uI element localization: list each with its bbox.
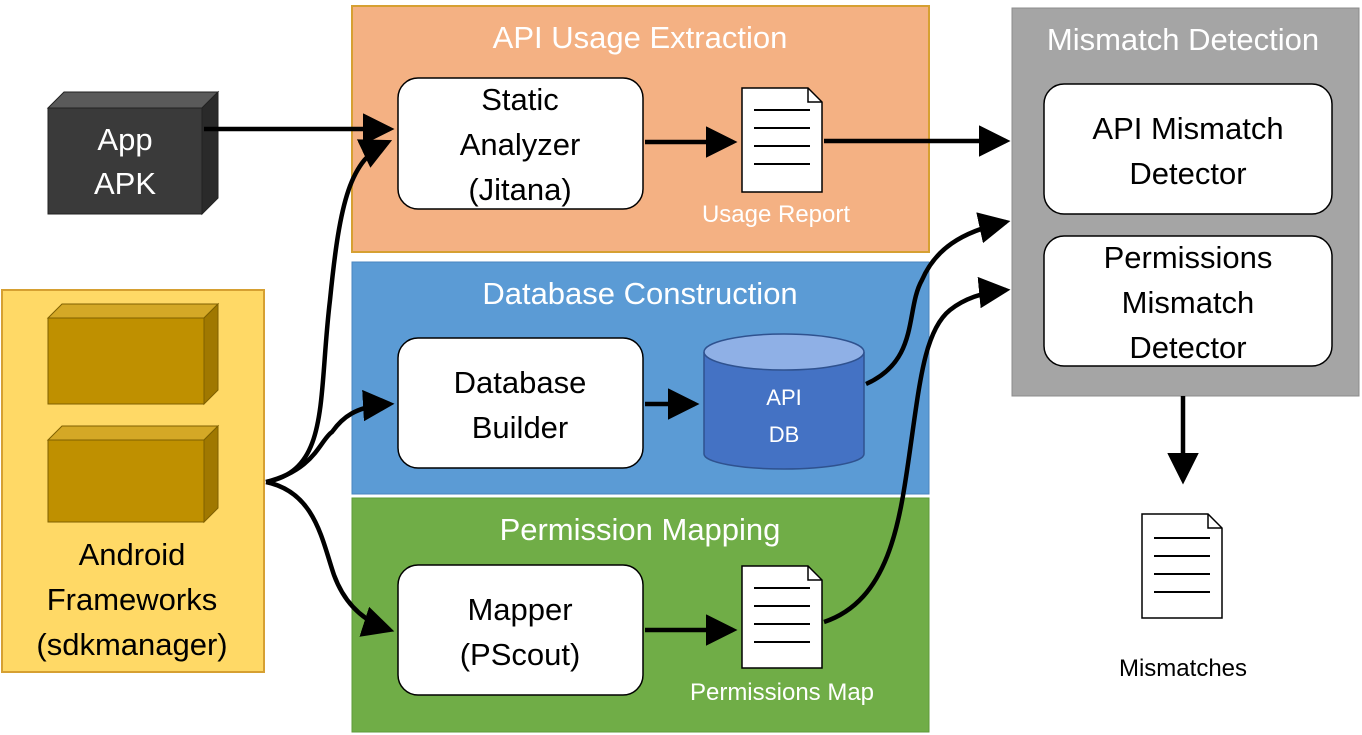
permissions-mismatch-detector-node: Permissions Mismatch Detector bbox=[1043, 235, 1333, 367]
static-analyzer-line3: (Jitana) bbox=[468, 172, 571, 207]
static-analyzer-line1: Static bbox=[481, 82, 559, 117]
app-apk-box: App APK bbox=[46, 90, 220, 216]
database-builder-line2: Builder bbox=[472, 410, 569, 445]
static-analyzer-node: Static Analyzer (Jitana) bbox=[397, 77, 644, 210]
mismatch-detection-title: Mismatch Detection bbox=[1047, 22, 1319, 57]
arrow-frameworks-to-mapper bbox=[265, 479, 395, 637]
connectors bbox=[204, 113, 1199, 646]
android-frameworks-line2: Frameworks bbox=[47, 582, 218, 617]
api-mismatch-detector-node: API Mismatch Detector bbox=[1043, 83, 1333, 215]
permissions-map-label: Permissions Map bbox=[690, 679, 874, 706]
usage-report-document-icon bbox=[741, 87, 823, 193]
app-apk-label-line1: App bbox=[97, 122, 152, 157]
mismatches-label: Mismatches bbox=[1119, 655, 1247, 682]
permissions-mismatch-detector-line2: Mismatch bbox=[1122, 285, 1255, 320]
database-builder-node: Database Builder bbox=[397, 337, 644, 469]
mismatches-document-icon bbox=[1141, 513, 1223, 619]
android-frameworks-line3: (sdkmanager) bbox=[36, 627, 227, 662]
api-mismatch-detector-line1: API Mismatch bbox=[1092, 111, 1283, 146]
api-db-cylinder: API DB bbox=[703, 333, 865, 470]
mapper-node: Mapper (PScout) bbox=[397, 564, 644, 696]
framework-cube-top bbox=[46, 302, 220, 406]
arrow-frameworks-to-static-analyzer bbox=[265, 139, 393, 485]
arrow-api-db-to-api-mismatch bbox=[865, 212, 1011, 387]
api-db-line2: DB bbox=[769, 422, 800, 447]
mapper-line2: (PScout) bbox=[460, 637, 581, 672]
arrow-permissions-map-to-permissions-mismatch bbox=[823, 276, 1011, 625]
permissions-map-document-icon bbox=[741, 565, 823, 669]
app-apk-label-line2: APK bbox=[94, 166, 156, 201]
api-db-line1: API bbox=[766, 385, 801, 410]
mapper-line1: Mapper bbox=[467, 592, 572, 627]
android-frameworks-panel: Android Frameworks (sdkmanager) bbox=[1, 289, 265, 673]
api-mismatch-detector-line2: Detector bbox=[1129, 156, 1246, 191]
arrow-frameworks-to-database-builder bbox=[265, 389, 395, 485]
android-frameworks-line1: Android bbox=[79, 537, 186, 572]
permissions-mismatch-detector-line1: Permissions bbox=[1104, 240, 1273, 275]
permission-mapping-title: Permission Mapping bbox=[500, 512, 781, 547]
framework-cube-bottom bbox=[46, 424, 220, 524]
database-construction-title: Database Construction bbox=[482, 276, 797, 311]
usage-report-label: Usage Report bbox=[702, 201, 850, 228]
api-usage-extraction-title: API Usage Extraction bbox=[493, 20, 788, 55]
static-analyzer-line2: Analyzer bbox=[460, 127, 581, 162]
permissions-mismatch-detector-line3: Detector bbox=[1129, 330, 1246, 365]
database-builder-line1: Database bbox=[454, 365, 587, 400]
